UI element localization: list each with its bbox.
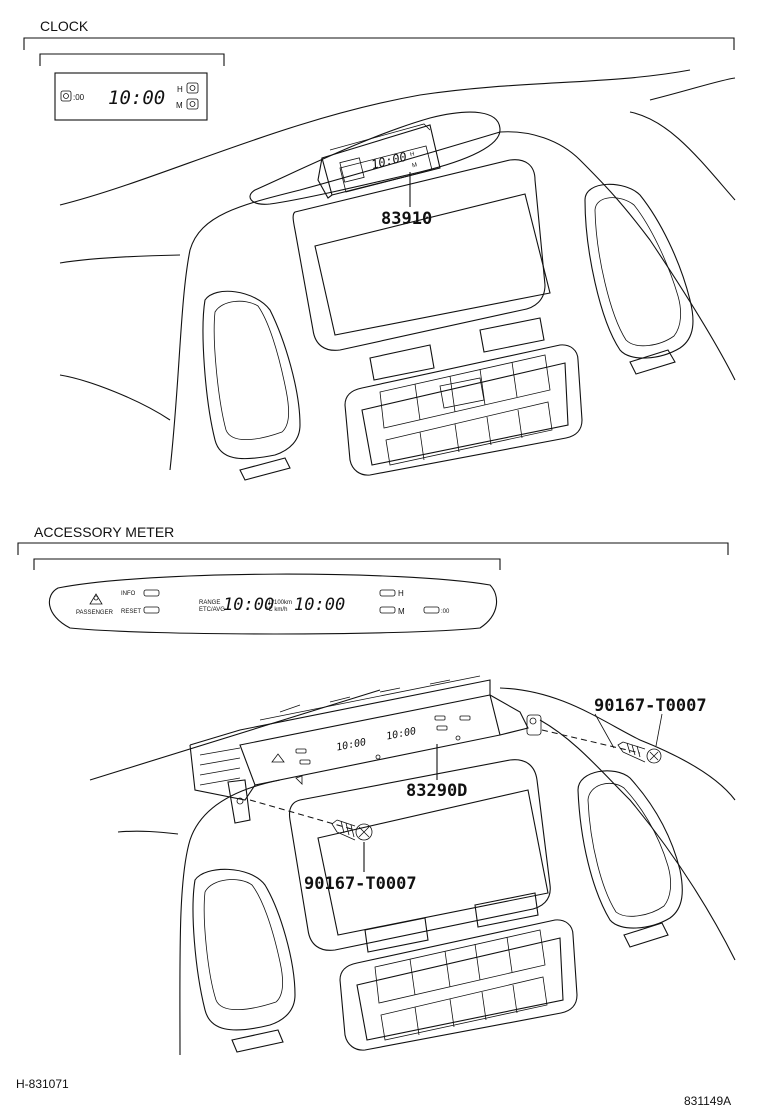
clock-time-readout: 10:00: [108, 87, 165, 109]
screw-left: [249, 799, 373, 841]
meter-main-readout: 10:00: [223, 595, 274, 615]
clock-inset-display: :00 10:00 H M: [54, 72, 208, 121]
clock-h-button: [186, 82, 199, 94]
passenger-airbag-icon: [89, 593, 103, 605]
meter-time-readout: 10:00: [294, 595, 345, 615]
screw-right-part-number: 90167-T0007: [594, 696, 707, 716]
meter-unit-time-readout: 10:00: [385, 726, 417, 743]
clock-left-readout: :00: [73, 93, 85, 102]
accessory-meter-section-bracket: [17, 542, 729, 555]
reset-label: RESET: [121, 609, 141, 615]
svg-text:H: H: [410, 151, 416, 158]
screw-left-part-number: 90167-T0007: [304, 874, 417, 894]
accessory-meter-unit: 10:00 10:00: [189, 675, 542, 824]
clock-section: CLOCK :00 10:00 H M: [23, 18, 736, 481]
accessory-meter-section: ACCESSORY METER PASSENGER INFO RESET RAN…: [17, 524, 736, 1056]
clock-m-label: M: [176, 101, 183, 110]
meter-m-label: M: [398, 607, 405, 616]
meter-part-number: 83290D: [406, 781, 467, 801]
footer-left-code: H-831071: [16, 1077, 69, 1091]
meter-unit-bottom: °C km/h: [266, 607, 287, 613]
reset-button: [143, 606, 160, 614]
accessory-meter-section-title: ACCESSORY METER: [34, 524, 174, 540]
info-button: [143, 589, 160, 597]
meter-h-label: H: [398, 589, 404, 598]
meter-clock-button: [423, 606, 440, 614]
passenger-label: PASSENGER: [76, 610, 114, 616]
meter-right-readout: :00: [441, 609, 450, 615]
etc-avg-label: ETC/AVG: [199, 607, 225, 613]
range-label: RANGE: [199, 600, 220, 606]
accessory-meter-inset-bracket: [33, 558, 501, 570]
meter-h-button: [379, 589, 396, 597]
clock-part-number: 83910: [381, 209, 432, 229]
clock-h-label: H: [177, 85, 183, 94]
accessory-meter-dashboard: [89, 687, 736, 1056]
clock-section-bracket: [23, 37, 735, 50]
meter-m-button: [379, 606, 396, 614]
meter-unit-top: L/100km: [269, 600, 292, 606]
screw-right: [541, 729, 662, 764]
clock-icon: [60, 90, 72, 102]
clock-dashboard: [59, 69, 736, 481]
footer-right-code: 831149A: [684, 1094, 731, 1108]
clock-section-title: CLOCK: [40, 18, 89, 34]
accessory-meter-inset-display: PASSENGER INFO RESET RANGE ETC/AVG 10:00…: [48, 573, 498, 635]
clock-unit-time: 10:00: [370, 150, 408, 172]
meter-unit-main-readout: 10:00: [335, 737, 367, 754]
svg-text:M: M: [412, 162, 418, 169]
clock-m-button: [186, 98, 199, 110]
clock-inset-bracket: [39, 53, 225, 66]
screw-right-leader: [594, 713, 663, 749]
info-label: INFO: [121, 591, 136, 597]
